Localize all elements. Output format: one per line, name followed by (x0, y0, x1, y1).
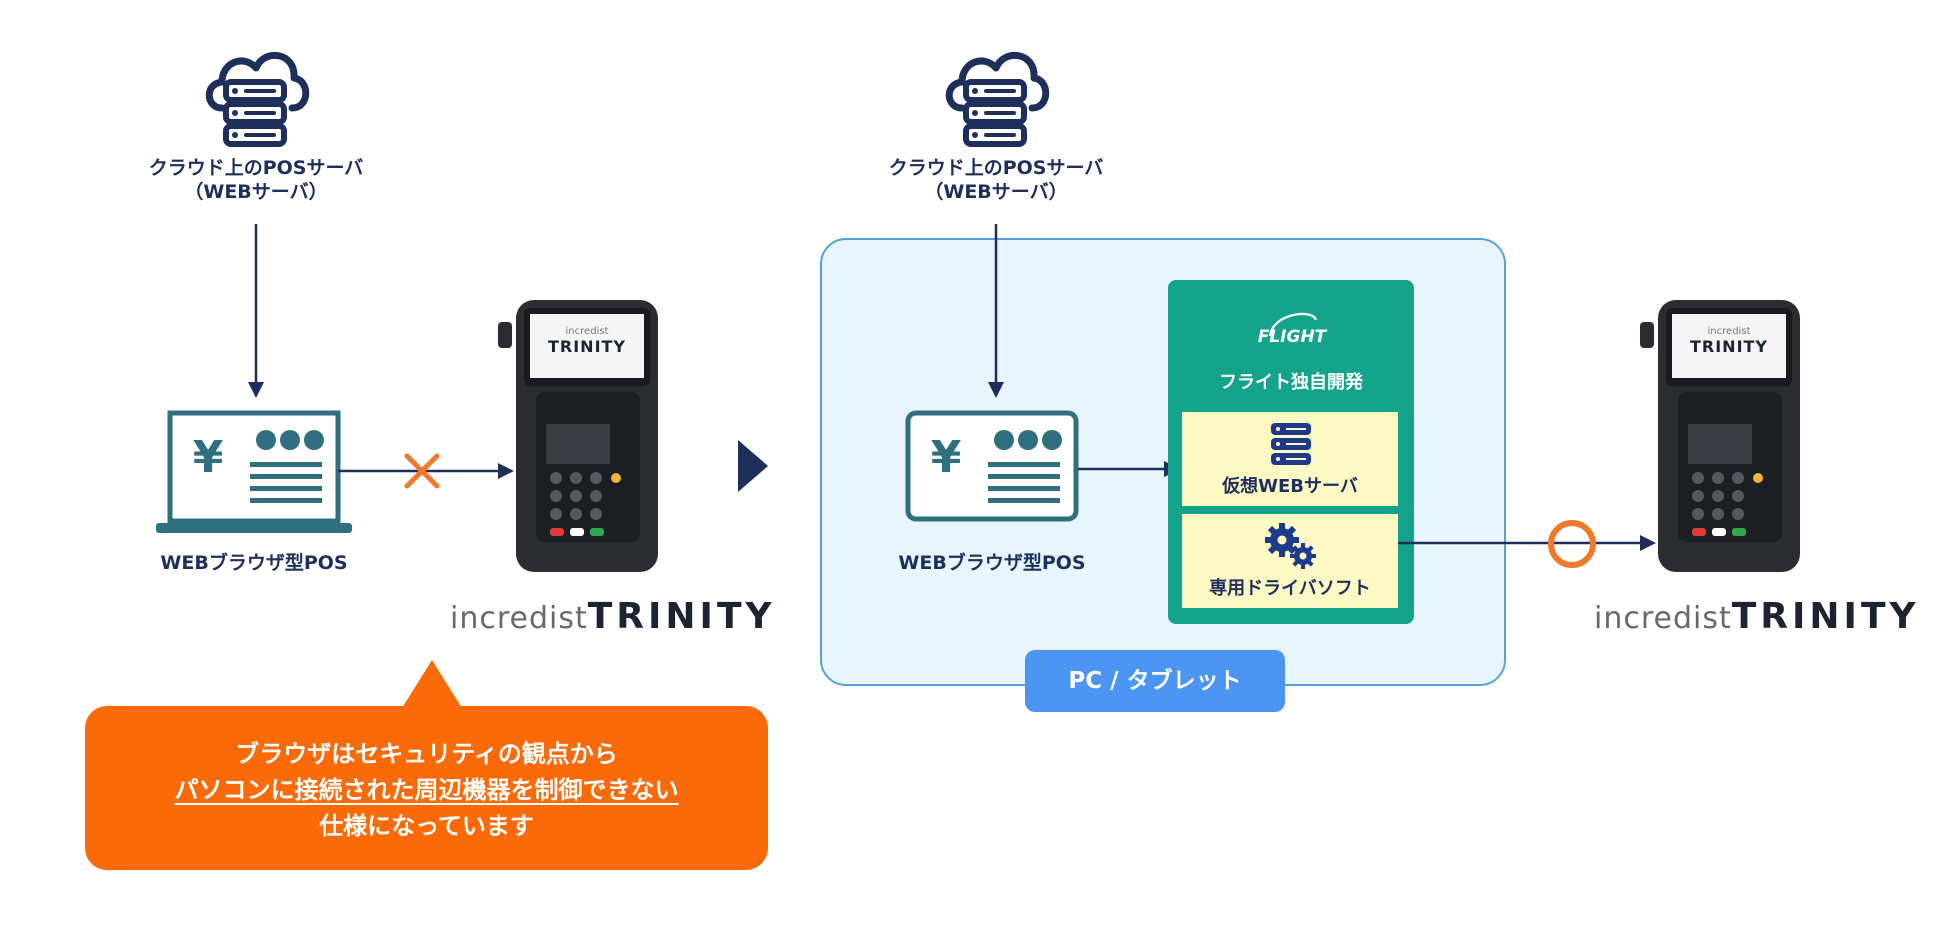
flight-box-title: フライト独自開発 (1219, 372, 1363, 393)
cloud-server-label: クラウド上のPOSサーバ （WEBサーバ） (866, 156, 1126, 204)
cloud-server-label-line1: クラウド上のPOSサーバ (888, 157, 1104, 179)
cloud-server-icon (945, 51, 1050, 147)
pos-label-left: WEBブラウザ型POS (160, 552, 348, 574)
terminal-illustration (498, 300, 658, 572)
pc-tablet-tag: PC / タブレット (1025, 650, 1285, 712)
cloud-server-label: クラウド上のPOSサーバ （WEBサーバ） (126, 156, 386, 204)
incredist-trinity-logo-right: incredistTRINITY (1594, 596, 1920, 637)
callout-line3: 仕様になっています (319, 812, 534, 840)
brand-incredist: incredist (1594, 601, 1732, 636)
monitor-pos-icon: ¥ (156, 410, 352, 533)
virtual-web-server-label: 仮想WEBサーバ (1222, 476, 1358, 497)
terminal-screen-brand-small: incredist (565, 326, 609, 337)
circle-ok-icon (1548, 520, 1596, 568)
incredist-trinity-logo-left: incredistTRINITY (450, 596, 776, 637)
server-icon (1271, 423, 1311, 465)
brand-trinity: TRINITY (1731, 596, 1920, 637)
cloud-server-label-line2: （WEBサーバ） (184, 181, 328, 203)
brand-incredist: incredist (450, 601, 588, 636)
cloud-server-icon (205, 51, 310, 147)
cloud-server-label-line2: （WEBサーバ） (924, 181, 1068, 203)
callout-pointer (402, 660, 462, 708)
yen-glyph: ¥ (193, 432, 224, 483)
terminal-screen-brand-big: TRINITY (547, 337, 627, 356)
arrow-down-icon (248, 224, 264, 398)
flight-logo-text: FLIGHT (1258, 327, 1328, 347)
callout-line2: パソコンに接続された周辺機器を制御できない (174, 776, 679, 804)
gears-icon (1265, 523, 1316, 569)
yen-glyph: ¥ (931, 432, 962, 483)
terminal-screen-brand: incredist TRINITY (1672, 326, 1786, 356)
payment-terminal-left: incredist TRINITY (494, 296, 666, 576)
pos-label-right: WEBブラウザ型POS (898, 552, 1086, 574)
next-arrow-icon (738, 440, 768, 492)
brand-trinity: TRINITY (587, 596, 776, 637)
arrow-right-icon (1398, 535, 1656, 551)
flight-logo: FLIGHT (1258, 312, 1328, 347)
callout-line1: ブラウザはセキュリティの観点から (235, 740, 618, 768)
cloud-server-label-line1: クラウド上のPOSサーバ (148, 157, 364, 179)
monitor-pos-icon: ¥ (905, 410, 1079, 522)
driver-software-label: 専用ドライバソフト (1209, 578, 1371, 599)
warning-callout: ブラウザはセキュリティの観点から パソコンに接続された周辺機器を制御できない 仕… (85, 706, 768, 870)
arrow-right-icon (1078, 461, 1180, 477)
terminal-illustration (1640, 300, 1800, 572)
terminal-screen-brand: incredist TRINITY (530, 326, 644, 356)
terminal-screen-brand-small: incredist (1707, 326, 1751, 337)
arrow-down-icon (988, 224, 1004, 398)
cross-icon (404, 453, 440, 489)
terminal-screen-brand-big: TRINITY (1689, 337, 1769, 356)
payment-terminal-right: incredist TRINITY (1636, 296, 1808, 576)
